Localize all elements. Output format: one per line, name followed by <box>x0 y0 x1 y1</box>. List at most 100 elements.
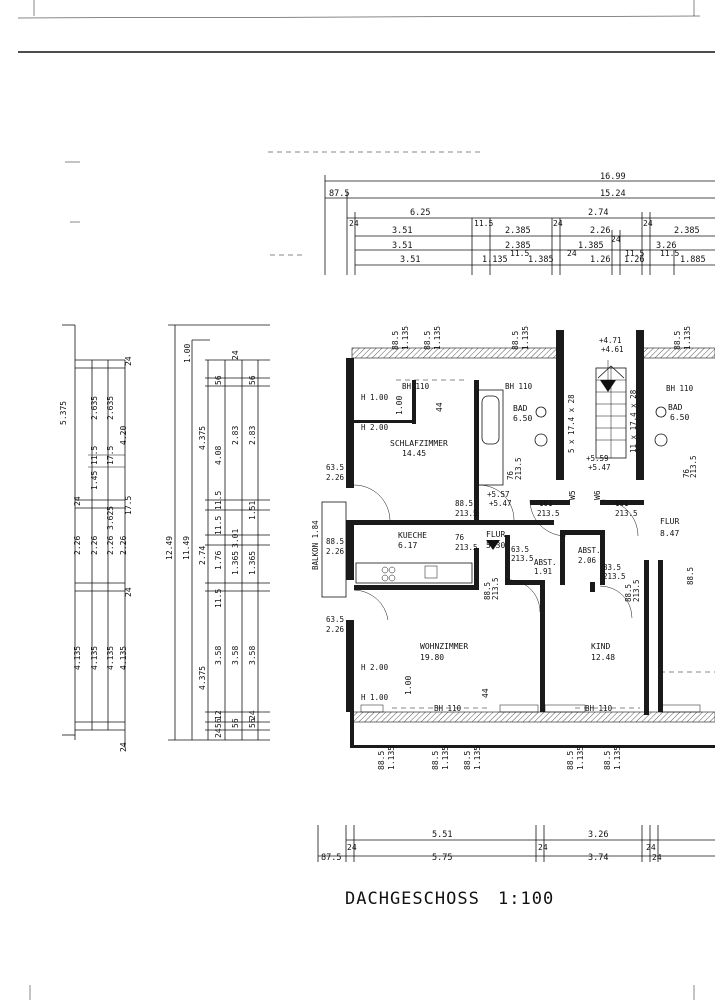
h100-bottom: H 1.00 <box>361 693 389 702</box>
dim-100-top: 1.00 <box>395 396 404 415</box>
dim-l7-5: 11.5 <box>214 589 223 608</box>
room-name-wohnzimmer: WOHNZIMMER <box>420 642 468 651</box>
dim-l8-0: 24 <box>231 350 240 360</box>
door-226-c: 2.26 <box>326 625 345 634</box>
dim-b2-4: 3.74 <box>588 853 608 863</box>
dim-t3-0: 24 <box>349 219 359 228</box>
door-635-a: 63.5 <box>326 463 344 472</box>
left-dimension-chains: 5.375 24 2.26 4.135 2.635 1.45 2.26 4.13… <box>59 324 270 752</box>
dim-t3-1: 6.25 <box>410 208 430 218</box>
plan-annotations: BH 110 BH 110 BH 110 BH 110 BH 110 H 1.0… <box>311 336 698 713</box>
door-635-c: 63.5 <box>511 545 529 554</box>
dim-b1-2: 24 <box>538 843 548 852</box>
room-area-abst-2: 2.06 <box>578 556 597 565</box>
stair-spec-1: 5 x 17.4 x 28 <box>567 394 576 453</box>
dim-t5-4: 3.26 <box>656 241 676 251</box>
room-area-kind: 12.48 <box>591 653 615 662</box>
room-name-kind: KIND <box>591 642 610 651</box>
dim-t3-2: 11.5 <box>474 219 493 228</box>
door-2135-e: 213.5 <box>514 457 523 480</box>
dim-l8-4: 3.58 <box>231 646 240 665</box>
room-area-schlafzimmer: 14.45 <box>402 449 426 458</box>
dim-t6-2: 11.5 <box>510 249 529 258</box>
dim-44-bottom: 44 <box>481 688 490 698</box>
door-101-b: 101 <box>615 499 629 508</box>
dim-overall: 16.99 <box>600 172 626 182</box>
dim-b1-1: 5.51 <box>432 830 452 840</box>
dim-l3-3: 3.625 <box>106 506 115 530</box>
dim-l2-1: 1.45 <box>90 471 99 490</box>
dim-l4-0: 4.20 <box>119 426 128 445</box>
dim-l7-2: 11.5 <box>214 491 223 510</box>
dim-l7-9: 24 <box>214 728 223 738</box>
dim-l4-3: 24 <box>124 587 133 597</box>
dim-l7-4: 1.76 <box>214 551 223 570</box>
bh110-5: BH 110 <box>585 704 613 713</box>
dim-t6-9: 1.885 <box>680 255 706 265</box>
dim-l9-6: 56 <box>248 718 257 728</box>
top-pier-dims: 88.5 1.135 88.5 1.135 88.5 1.135 88.5 1.… <box>391 326 692 350</box>
room-area-flur-right: 8.47 <box>660 529 679 538</box>
dim-l3-2: 17.5 <box>106 446 115 465</box>
dim-t4-2: 2.26 <box>590 226 610 236</box>
dim-t2-1: 15.24 <box>600 189 626 199</box>
bh110-3: BH 110 <box>666 384 694 393</box>
dim-l9-1: 2.83 <box>248 426 257 445</box>
bh110-4: BH 110 <box>434 704 462 713</box>
room-name-flur-left: FLUR <box>486 530 505 539</box>
dim-t6-6: 11.5 <box>625 249 644 258</box>
dim-l8-3: 1.365 <box>231 551 240 575</box>
dim-t6-4: 24 <box>567 249 577 258</box>
pier-b1: 88.5 <box>377 751 386 770</box>
dim-l8-5: 56 <box>231 718 240 728</box>
room-name-schlafzimmer: SCHLAFZIMMER <box>390 439 448 448</box>
door-2135-f: 213.5 <box>491 577 500 600</box>
room-name-abst-2: ABST. <box>578 546 601 555</box>
balkon-label: BALKON 1.84 <box>311 520 320 570</box>
room-name-abst-1: ABST. <box>534 558 557 567</box>
dim-l7-8: 56 <box>214 718 223 728</box>
dim-t5-2: 1.385 <box>578 241 604 251</box>
floor-plan-walls <box>346 330 715 748</box>
door-885-e: 88.5 <box>686 567 695 585</box>
pier-b7: 88.5 <box>566 751 575 770</box>
dim-l6-1: 4.375 <box>198 426 207 450</box>
top-dimension-chain: 16.99 87.5 15.24 24 6.25 11.5 24 2.74 24… <box>324 172 715 275</box>
door-2135-c: 213.5 <box>455 509 478 518</box>
door-835: 83.5 <box>603 563 621 572</box>
room-labels: SCHLAFZIMMER 14.45 BAD 6.50 BAD 6.50 KUE… <box>390 403 689 662</box>
bottom-pier-dims: 88.5 1.135 88.5 1.135 88.5 1.135 88.5 1.… <box>377 746 622 770</box>
door-2135-g: 213.5 <box>632 579 641 602</box>
scan-border <box>17 0 715 1000</box>
dim-l4-6: 24 <box>119 742 128 752</box>
dim-t2-0: 87.5 <box>329 189 349 199</box>
door-2135-d: 213.5 <box>455 543 478 552</box>
pier-t6: 1.135 <box>521 326 530 350</box>
dim-t6-0: 3.51 <box>400 255 420 265</box>
dim-l1-1: 24 <box>73 496 82 506</box>
pier-t1: 88.5 <box>391 331 400 350</box>
dim-l7-3: 11.5 <box>214 516 223 535</box>
dim-l8-1: 2.83 <box>231 426 240 445</box>
room-name-kueche: KUECHE <box>398 531 427 540</box>
door-885-d: 88.5 <box>624 584 633 602</box>
w5-label: W5 <box>568 490 577 500</box>
drawing-scale: 1:100 <box>498 889 554 909</box>
dim-b1-0: 24 <box>347 843 357 852</box>
level-559: +5.59 <box>586 454 609 463</box>
dim-t4-0: 3.51 <box>392 226 412 236</box>
dim-l1-2: 2.26 <box>73 536 82 555</box>
dim-t5-1: 2.385 <box>505 241 531 251</box>
dim-l3-1: 11.5 <box>90 446 99 465</box>
pier-b4: 1.135 <box>441 746 450 770</box>
dim-l4-5: 24 <box>124 356 133 366</box>
dim-b2-0: 87.5 <box>321 853 341 863</box>
dim-l4-1: 17.5 <box>124 496 133 515</box>
h100-top: H 1.00 <box>361 393 389 402</box>
door-2135-i: 213.5 <box>603 572 626 581</box>
h200-top: H 2.00 <box>361 423 389 432</box>
door-2135-a: 213.5 <box>537 509 560 518</box>
room-area-flur-left: 5.30 <box>486 541 505 550</box>
room-name-bad-left: BAD <box>513 404 528 413</box>
